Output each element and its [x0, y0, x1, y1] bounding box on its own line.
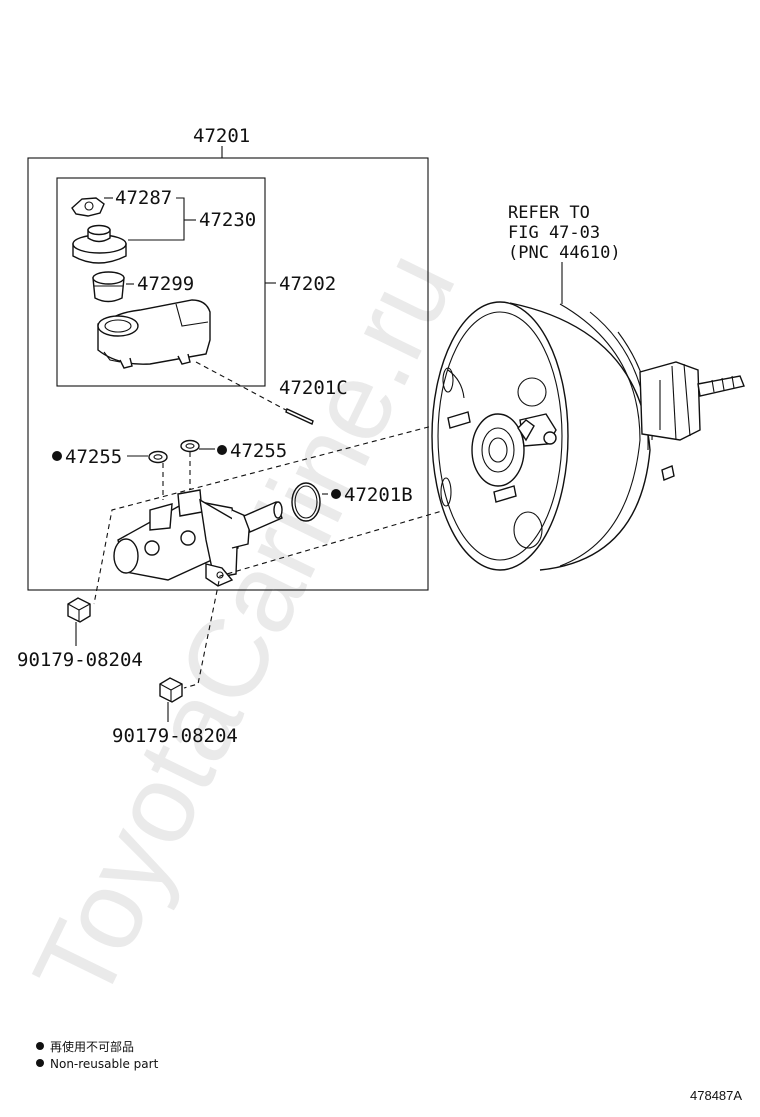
dash-mount-upper — [93, 419, 456, 605]
grommet-right — [180, 439, 200, 453]
strainer-clip-47287 — [71, 197, 105, 217]
legend-dot-cn — [36, 1042, 44, 1050]
strainer-47299 — [92, 271, 125, 303]
watermark: ToyotaCarline.ru — [9, 233, 479, 1021]
label-47287[interactable]: 47287 — [115, 187, 172, 209]
nut-upper — [67, 597, 91, 623]
label-47201[interactable]: 47201 — [193, 125, 250, 147]
legend-dot-en — [36, 1059, 44, 1067]
pin-47201C — [285, 408, 314, 425]
legend-en: Non-reusable part — [50, 1057, 159, 1071]
label-47201B[interactable]: 47201B — [344, 484, 413, 506]
label-47255-left[interactable]: 47255 — [65, 446, 122, 468]
label-47230[interactable]: 47230 — [199, 209, 256, 231]
label-47255-right[interactable]: 47255 — [230, 440, 287, 462]
dash-mount-lower — [183, 493, 501, 689]
label-47202[interactable]: 47202 — [279, 273, 336, 295]
bracket-47230 — [128, 197, 185, 241]
nonreusable-dot-47201B — [331, 489, 341, 499]
refer-line-1[interactable]: REFER TO — [508, 203, 590, 223]
assembly-box-47201 — [27, 157, 429, 591]
master-cylinder — [113, 489, 283, 587]
refer-line-2[interactable]: FIG 47-03 — [508, 223, 600, 243]
nonreusable-dot-47255-left — [52, 451, 62, 461]
figure-id: 478487A — [690, 1088, 742, 1103]
label-90179-lower[interactable]: 90179-08204 — [112, 725, 238, 747]
label-90179-upper[interactable]: 90179-08204 — [17, 649, 143, 671]
label-47201C[interactable]: 47201C — [279, 377, 348, 399]
label-47299[interactable]: 47299 — [137, 273, 194, 295]
nonreusable-dot-47255-right — [217, 445, 227, 455]
legend-cn: 再使用不可部品 — [50, 1039, 134, 1054]
reservoir-body — [97, 299, 211, 369]
grommet-left — [148, 450, 168, 464]
reservoir-cap — [72, 224, 127, 264]
dash-pin-path — [195, 361, 287, 411]
nut-lower — [159, 677, 183, 703]
brake-booster — [431, 301, 745, 571]
refer-line-3[interactable]: (PNC 44610) — [508, 243, 621, 263]
o-ring-47201B — [291, 482, 321, 522]
reservoir-box-47202 — [56, 177, 266, 387]
